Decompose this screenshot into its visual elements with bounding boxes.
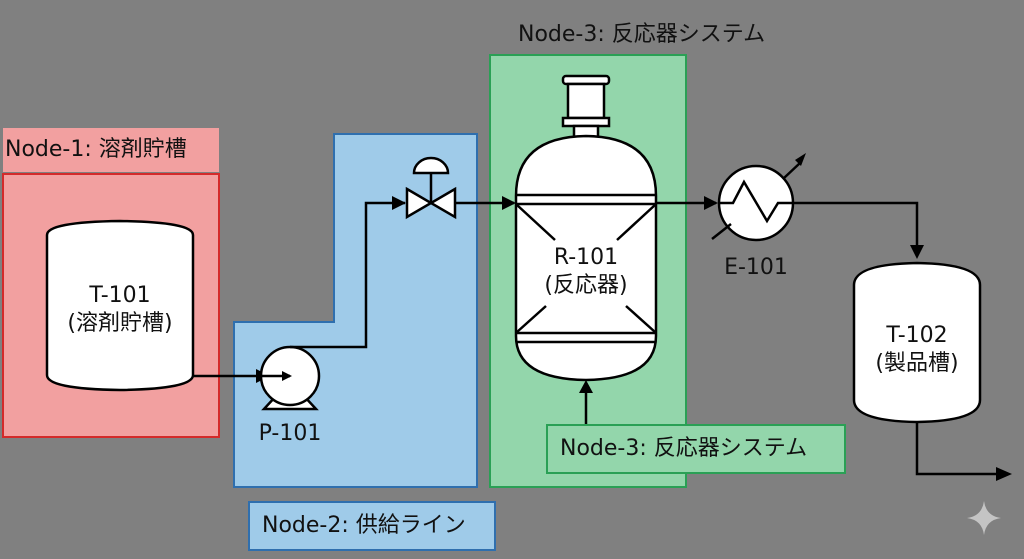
sparkle-icon (967, 501, 1001, 535)
r101-name: (反応器) (544, 273, 628, 298)
t102-label: T-102 (製品槽) (854, 322, 980, 378)
reactor-r101 (514, 74, 658, 382)
heat-exchanger-icon (711, 153, 806, 242)
r101-label: R-101 (反応器) (516, 244, 656, 300)
node-3-badge: Node-3: 反応器システム (546, 424, 846, 474)
e101-label: E-101 (724, 255, 788, 280)
node-1-title: Node-1: 溶剤貯槽 (3, 128, 219, 172)
t101-label: T-101 (溶剤貯槽) (47, 282, 193, 338)
tank-t102 (852, 261, 982, 424)
pump-icon (259, 345, 321, 411)
node-2-badge: Node-2: 供給ライン (248, 501, 496, 551)
p101-label: P-101 (258, 421, 322, 446)
t102-name: (製品槽) (875, 351, 959, 376)
t102-tag: T-102 (886, 323, 948, 348)
r101-tag: R-101 (553, 245, 619, 270)
t101-tag: T-101 (89, 283, 151, 308)
node-3-title: Node-3: 反応器システム (518, 22, 766, 47)
t101-name: (溶剤貯槽) (67, 311, 173, 336)
